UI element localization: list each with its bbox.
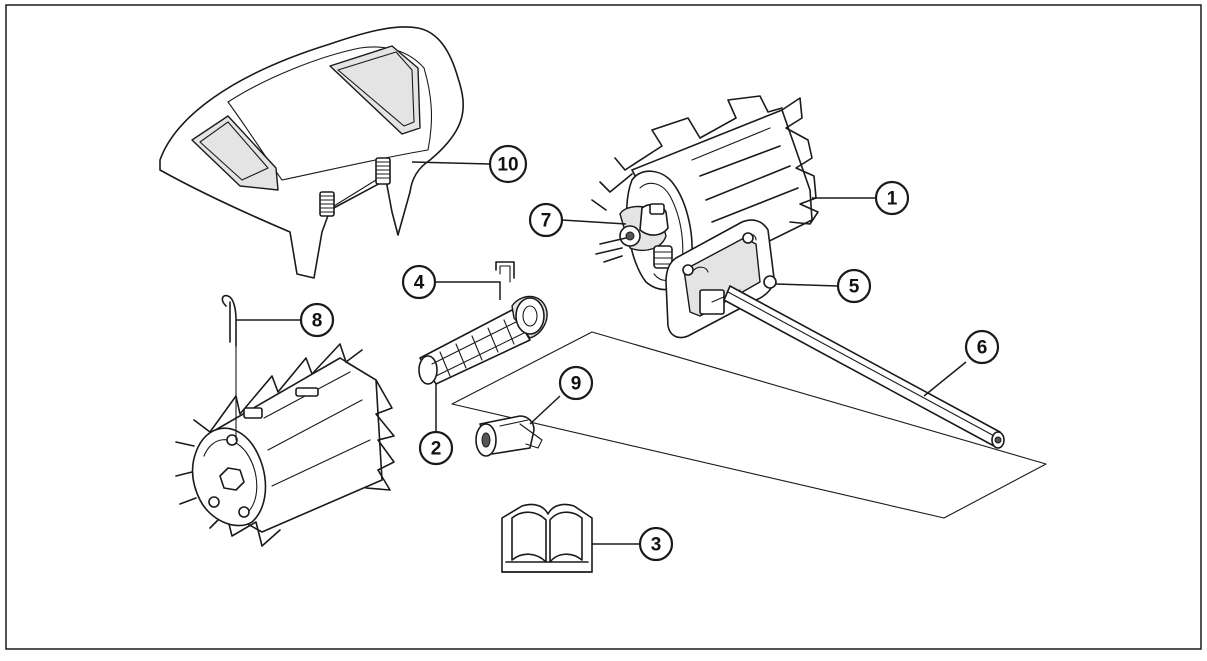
shaft-coupling-icon xyxy=(418,295,548,385)
callout-7-label: 7 xyxy=(541,211,552,232)
leader-lines xyxy=(236,161,967,545)
staple-pin-icon xyxy=(495,261,515,283)
callout-9: 9 xyxy=(558,365,594,401)
callout-9-label: 9 xyxy=(571,374,582,395)
callout-4-label: 4 xyxy=(414,273,425,294)
callout-6-label: 6 xyxy=(977,338,988,359)
callout-8: 8 xyxy=(299,302,335,338)
callout-6: 6 xyxy=(964,329,1000,365)
drive-rod-icon xyxy=(723,285,1005,449)
callout-2-label: 2 xyxy=(431,439,442,460)
callout-1-label: 1 xyxy=(887,189,898,210)
callout-5: 5 xyxy=(836,268,872,304)
ground-plane-edge xyxy=(451,403,945,519)
callout-10: 10 xyxy=(488,144,528,184)
ground-plane xyxy=(451,331,1047,519)
callout-8-label: 8 xyxy=(312,311,323,332)
frame-bracket-icon xyxy=(665,219,777,339)
callout-4: 4 xyxy=(401,264,437,300)
callout-2: 2 xyxy=(418,430,454,466)
callout-1: 1 xyxy=(874,180,910,216)
callout-7: 7 xyxy=(528,202,564,238)
callout-3: 3 xyxy=(638,526,674,562)
cotter-pin-icon xyxy=(221,294,237,441)
callout-10-label: 10 xyxy=(497,155,518,176)
cover-hood-icon xyxy=(159,26,464,279)
hub-gear-icon xyxy=(595,203,673,269)
callout-3-label: 3 xyxy=(651,535,662,556)
diagram-frame xyxy=(5,4,1202,650)
manual-book-icon xyxy=(501,503,593,573)
left-tine-roller-icon xyxy=(175,343,395,547)
callout-5-label: 5 xyxy=(849,277,860,298)
